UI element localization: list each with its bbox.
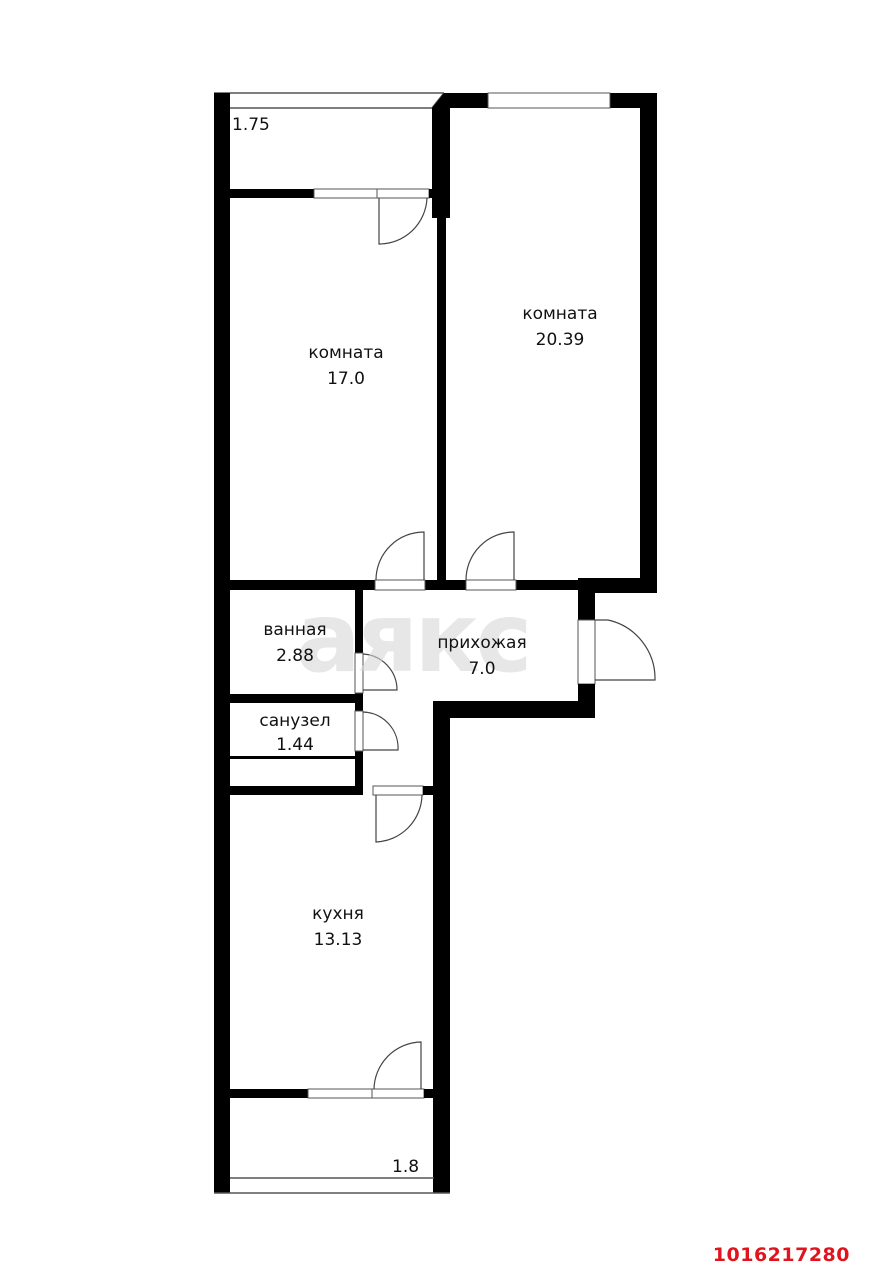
door-swing-icon: [375, 531, 425, 581]
door-frame-toilet: [354, 710, 364, 752]
wall-center: [437, 218, 446, 580]
wall-kitchen-top-stub: [423, 786, 435, 795]
door-frame-room1: [374, 579, 426, 591]
room-area: 17.0: [327, 369, 365, 389]
door-frame-kitchen: [372, 785, 424, 796]
room-area: 1.8: [392, 1157, 420, 1177]
room-label-room2: комната 20.39: [500, 303, 620, 351]
wall-corner-br: [434, 1100, 450, 1193]
wall-stub: [429, 189, 433, 198]
room-label-kitchen: кухня 13.13: [278, 903, 398, 951]
wall-right-room2: [640, 93, 657, 593]
wall-toilet-bottom: [230, 756, 357, 759]
watermark: аякс: [296, 582, 532, 694]
room-label-bathroom: ванная 2.88: [240, 619, 350, 667]
entry-door-frame: [577, 619, 596, 685]
door-swing-icon: [362, 653, 398, 691]
room-name: кухня: [312, 904, 364, 924]
balcony-top-outline: [214, 92, 445, 109]
wall-kitchen-right: [433, 701, 450, 1193]
balcony-door-frame-top: [313, 188, 430, 199]
wall-corner-bl: [214, 1100, 230, 1193]
door-swing-icon: [465, 531, 515, 581]
door-swing-icon: [362, 711, 399, 751]
room-name: прихожая: [437, 633, 527, 653]
room-label-balcony-top: 1.75: [232, 114, 270, 136]
door-swing-icon: [378, 197, 428, 245]
room-area: 1.44: [276, 735, 314, 755]
wall-kitchen-balcony: [230, 1089, 308, 1098]
room-label-hallway: прихожая 7.0: [422, 632, 542, 680]
door-swings: [362, 197, 656, 1090]
room-name: комната: [522, 304, 598, 324]
window-room2: [487, 92, 611, 109]
balcony-door-frame-bottom: [307, 1088, 425, 1099]
wall-stub-bottom: [424, 1089, 434, 1098]
room-area: 20.39: [535, 330, 585, 350]
room-name: комната: [308, 343, 384, 363]
room-area: 13.13: [313, 930, 363, 950]
room-label-toilet: санузел 1.44: [240, 710, 350, 756]
room-area: 7.0: [468, 659, 496, 679]
room-name: ванная: [263, 620, 327, 640]
door-frame-room2: [465, 579, 517, 591]
door-swing-icon: [595, 619, 656, 681]
room-name: санузел: [259, 711, 331, 731]
room-label-balcony-bottom: 1.8: [392, 1156, 419, 1178]
wall-kitchen-top: [230, 786, 363, 795]
room-area: 1.75: [232, 115, 270, 135]
door-swing-icon: [375, 794, 423, 843]
wall-step: [578, 578, 657, 593]
door-frame-bath: [354, 652, 364, 694]
wall-left: [214, 93, 230, 1193]
balcony-bottom-outline: [214, 1177, 450, 1194]
door-swing-icon: [373, 1041, 422, 1090]
wall-hall-bottom: [433, 701, 595, 718]
wall-center-upper: [432, 93, 490, 218]
room-label-room1: комната 17.0: [286, 342, 406, 390]
wall-balcony-room1: [230, 189, 314, 198]
wall-bath-toilet: [230, 694, 363, 703]
wall-right-hall-top: [578, 578, 595, 620]
listing-id: 1016217280: [712, 1244, 850, 1266]
room-area: 2.88: [276, 646, 314, 666]
